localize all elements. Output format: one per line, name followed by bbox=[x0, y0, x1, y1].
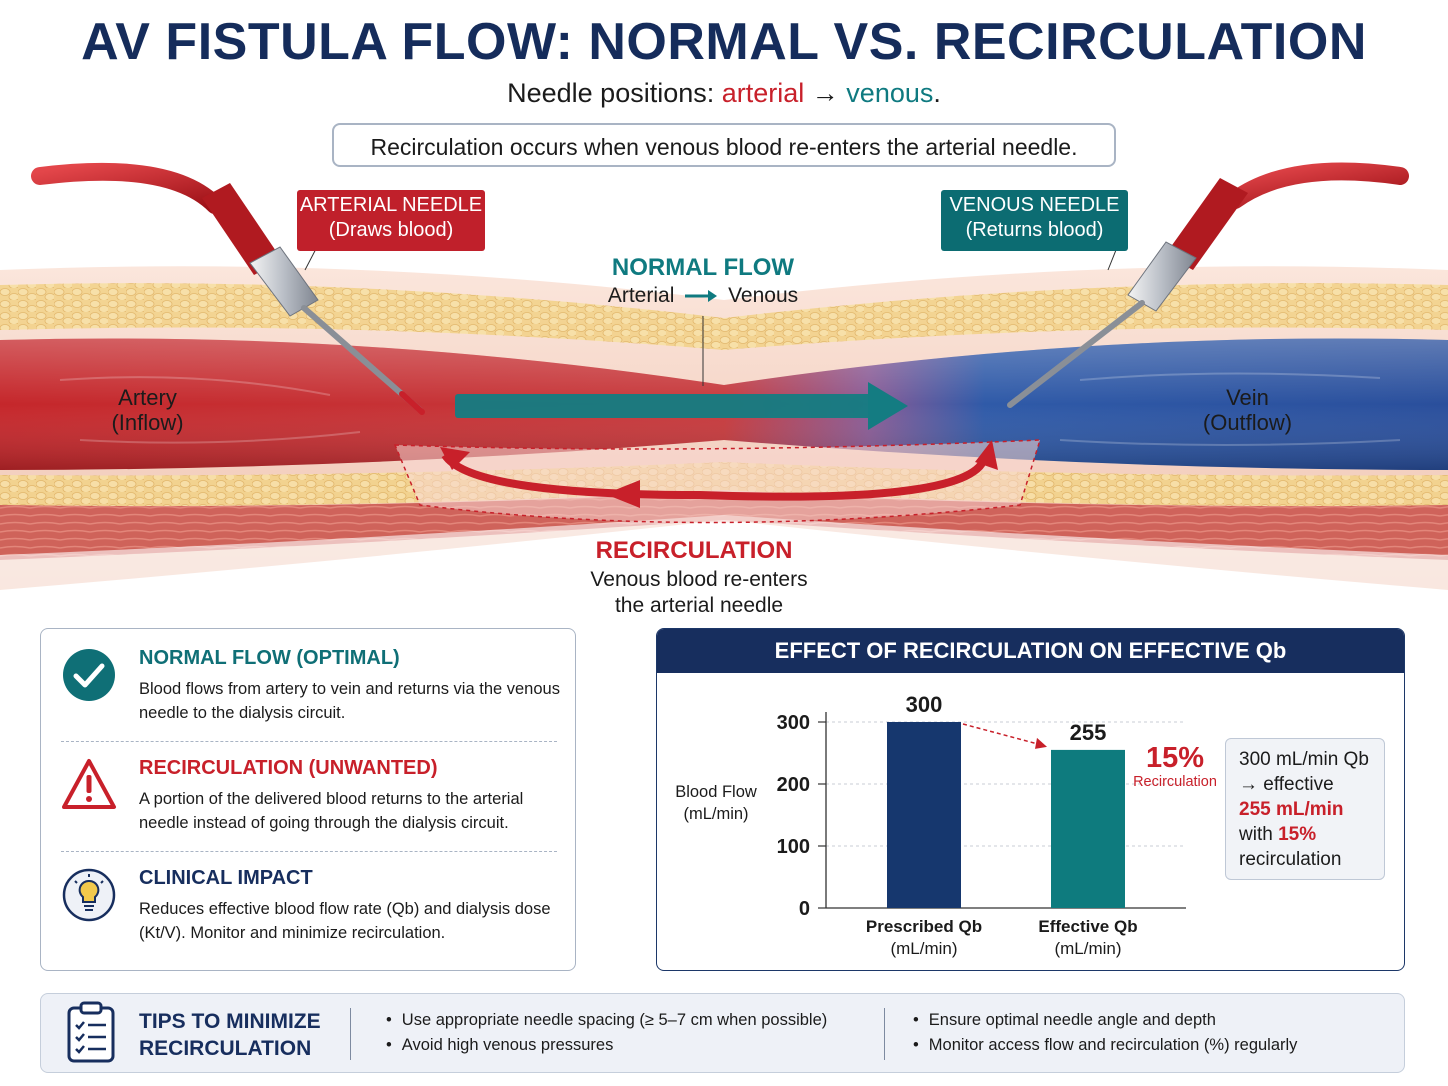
summary-line4-pct: 15% bbox=[1278, 824, 1317, 845]
reduction-connector bbox=[962, 723, 1046, 747]
artery-label: Artery (Inflow) bbox=[80, 385, 215, 435]
divider bbox=[61, 741, 557, 742]
info-item-title: NORMAL FLOW (OPTIMAL) bbox=[139, 647, 400, 669]
tip-item: Monitor access flow and recirculation (%… bbox=[913, 1033, 1298, 1058]
check-circle-icon bbox=[63, 649, 115, 701]
summary-line4: with 15% bbox=[1239, 822, 1384, 847]
x-tick-label: (mL/min) bbox=[890, 939, 957, 958]
summary-line2: → effective bbox=[1239, 774, 1334, 795]
tip-item: Ensure optimal needle angle and depth bbox=[913, 1008, 1297, 1033]
x-tick-label: Effective Qb bbox=[1038, 917, 1137, 936]
tips-divider bbox=[884, 1008, 885, 1060]
tips-title: TIPS TO MINIMIZE RECIRCULATION bbox=[139, 1008, 321, 1062]
clipboard-checklist-icon bbox=[67, 1001, 115, 1063]
arrow-right-icon bbox=[685, 290, 718, 303]
tips-title-line1: TIPS TO MINIMIZE bbox=[139, 1010, 321, 1033]
bar-value-label: 300 bbox=[906, 692, 943, 717]
warning-triangle-icon bbox=[62, 759, 116, 809]
bar-value-label: 255 bbox=[1070, 720, 1107, 745]
normal-flow-to: Venous bbox=[728, 284, 799, 307]
y-axis-label: (mL/min) bbox=[683, 805, 748, 823]
venous-needle-title: VENOUS NEEDLE bbox=[949, 194, 1120, 216]
summary-line5: recirculation bbox=[1239, 849, 1342, 870]
venous-needle-icon bbox=[1007, 178, 1248, 408]
tips-divider bbox=[350, 1008, 351, 1060]
tips-title-line2: RECIRCULATION bbox=[139, 1037, 312, 1060]
vein-label-name: Vein bbox=[1226, 385, 1269, 410]
reduction-arrowhead bbox=[1035, 737, 1047, 749]
subtitle-arrow: → bbox=[804, 78, 847, 108]
recirculation-desc: Venous blood re-enters the arterial need… bbox=[524, 567, 874, 619]
y-tick-label: 100 bbox=[777, 836, 810, 858]
bar bbox=[887, 722, 961, 908]
qb-summary-box: 300 mL/min Qb → effective 255 mL/min wit… bbox=[1225, 738, 1385, 880]
subtitle-arterial: arterial bbox=[721, 78, 805, 108]
subtitle-end: . bbox=[933, 78, 941, 108]
info-item-title: RECIRCULATION (UNWANTED) bbox=[139, 757, 438, 779]
subtitle: Needle positions: arterial → venous. bbox=[0, 78, 1448, 109]
recirculation-desc-line1: Venous blood re-enters bbox=[590, 568, 808, 591]
vein-label: Vein (Outflow) bbox=[1180, 385, 1315, 435]
bar bbox=[1051, 749, 1125, 908]
lightbulb-icon bbox=[62, 868, 116, 922]
recirculation-desc-line2: the arterial needle bbox=[614, 594, 784, 617]
recirculation-badge: 15% Recirculation bbox=[1129, 742, 1221, 790]
info-card: NORMAL FLOW (OPTIMAL) Blood flows from a… bbox=[40, 628, 576, 971]
divider bbox=[61, 851, 557, 852]
venous-needle-label: VENOUS NEEDLE (Returns blood) bbox=[941, 190, 1128, 251]
subtitle-venous: venous bbox=[846, 78, 934, 108]
normal-flow-direction: Arterial Venous bbox=[553, 284, 853, 308]
info-item-body: Blood flows from artery to vein and retu… bbox=[139, 680, 560, 722]
tips-column-2: Ensure optimal needle angle and depth Mo… bbox=[913, 1008, 1298, 1058]
summary-line4-prefix: with bbox=[1239, 824, 1279, 845]
y-tick-label: 0 bbox=[799, 898, 810, 920]
tip-item: Use appropriate needle spacing (≥ 5–7 cm… bbox=[386, 1008, 827, 1033]
artery-label-name: Artery bbox=[118, 385, 177, 410]
x-tick-label: Prescribed Qb bbox=[866, 917, 982, 936]
arterial-needle-desc: (Draws blood) bbox=[328, 219, 454, 241]
y-axis-label: Blood Flow bbox=[675, 783, 757, 801]
y-tick-label: 200 bbox=[777, 774, 810, 796]
recirculation-title: RECIRCULATION bbox=[595, 537, 793, 564]
vessel-illustration bbox=[0, 162, 1448, 600]
x-tick-label: (mL/min) bbox=[1054, 939, 1121, 958]
info-item-body: A portion of the delivered blood returns… bbox=[139, 790, 524, 832]
vein-label-desc: (Outflow) bbox=[1202, 410, 1293, 435]
summary-line1: 300 mL/min Qb bbox=[1239, 749, 1369, 770]
info-item-title: CLINICAL IMPACT bbox=[139, 867, 313, 889]
summary-line3: 255 mL/min bbox=[1239, 799, 1344, 820]
y-tick-label: 300 bbox=[777, 712, 810, 734]
arterial-needle-label: ARTERIAL NEEDLE (Draws blood) bbox=[297, 190, 485, 251]
subtitle-prefix: Needle positions: bbox=[507, 78, 722, 108]
recirculation-percent-label: Recirculation bbox=[1133, 774, 1217, 790]
normal-flow-from: Arterial bbox=[607, 284, 675, 307]
tips-column-1: Use appropriate needle spacing (≥ 5–7 cm… bbox=[386, 1008, 827, 1058]
arterial-needle-icon bbox=[202, 183, 425, 415]
recirculation-callout: Recirculation occurs when venous blood r… bbox=[332, 123, 1116, 167]
normal-flow-title: NORMAL FLOW bbox=[611, 254, 795, 281]
arterial-needle-title: ARTERIAL NEEDLE bbox=[299, 194, 483, 216]
artery-label-desc: (Inflow) bbox=[111, 410, 184, 435]
tip-item: Avoid high venous pressures bbox=[386, 1033, 827, 1058]
venous-needle-desc: (Returns blood) bbox=[965, 219, 1104, 241]
chart-title: EFFECT OF RECIRCULATION ON EFFECTIVE Qb bbox=[657, 629, 1404, 673]
info-item-body: Reduces effective blood flow rate (Qb) a… bbox=[139, 900, 551, 942]
recirculation-percent: 15% bbox=[1145, 742, 1205, 774]
page-title: AV FISTULA FLOW: NORMAL VS. RECIRCULATIO… bbox=[81, 13, 1367, 71]
